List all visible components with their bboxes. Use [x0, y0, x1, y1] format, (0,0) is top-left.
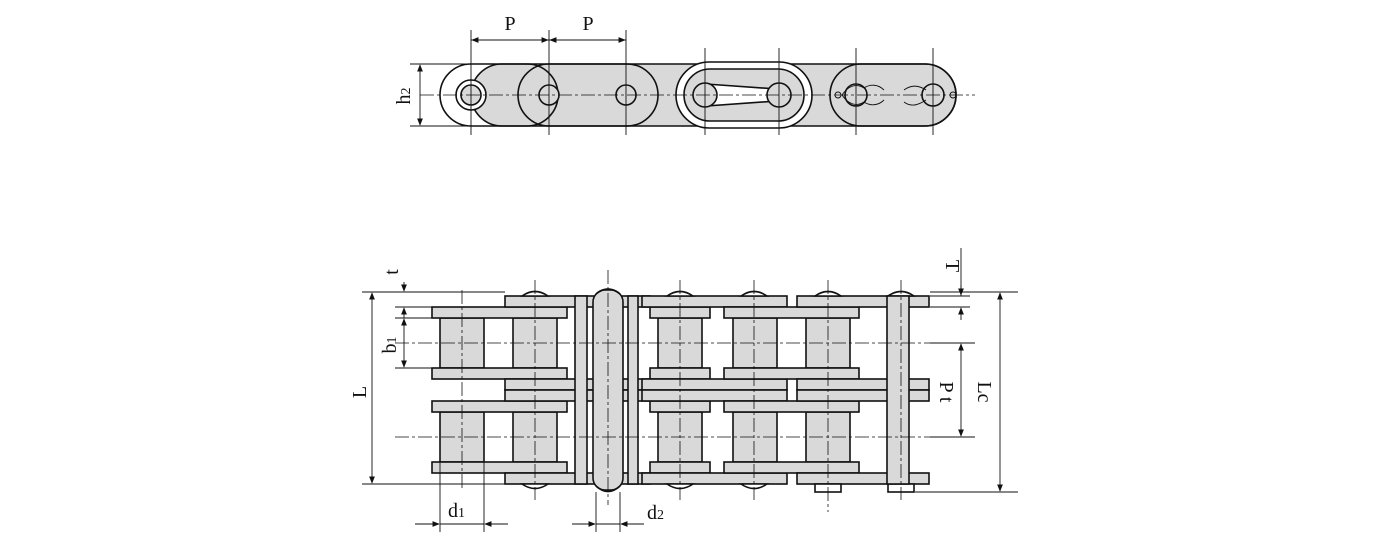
h2-label: h2 [393, 88, 415, 105]
cotter-pin-right [903, 85, 927, 91]
Pt-label: P t [935, 382, 957, 403]
connecting-plate-edge [574, 295, 588, 485]
d1-label: d1 [448, 500, 465, 522]
pitch-label-right: P [582, 13, 593, 35]
b1-label: b1 [379, 337, 401, 354]
pitch-label-left: P [504, 13, 515, 35]
chain-plan-view: t b1 L T P t Lc [349, 248, 1018, 532]
L-label: L [349, 386, 371, 398]
T-label: T [941, 260, 963, 272]
d2-label: d2 [647, 502, 664, 524]
Lc-label: Lc [973, 381, 995, 402]
t-label: t [381, 269, 403, 275]
chain-side-view: P P h2 [393, 13, 975, 135]
cotter-pin-left [841, 84, 885, 96]
cotter-pin-shaft [886, 295, 910, 485]
